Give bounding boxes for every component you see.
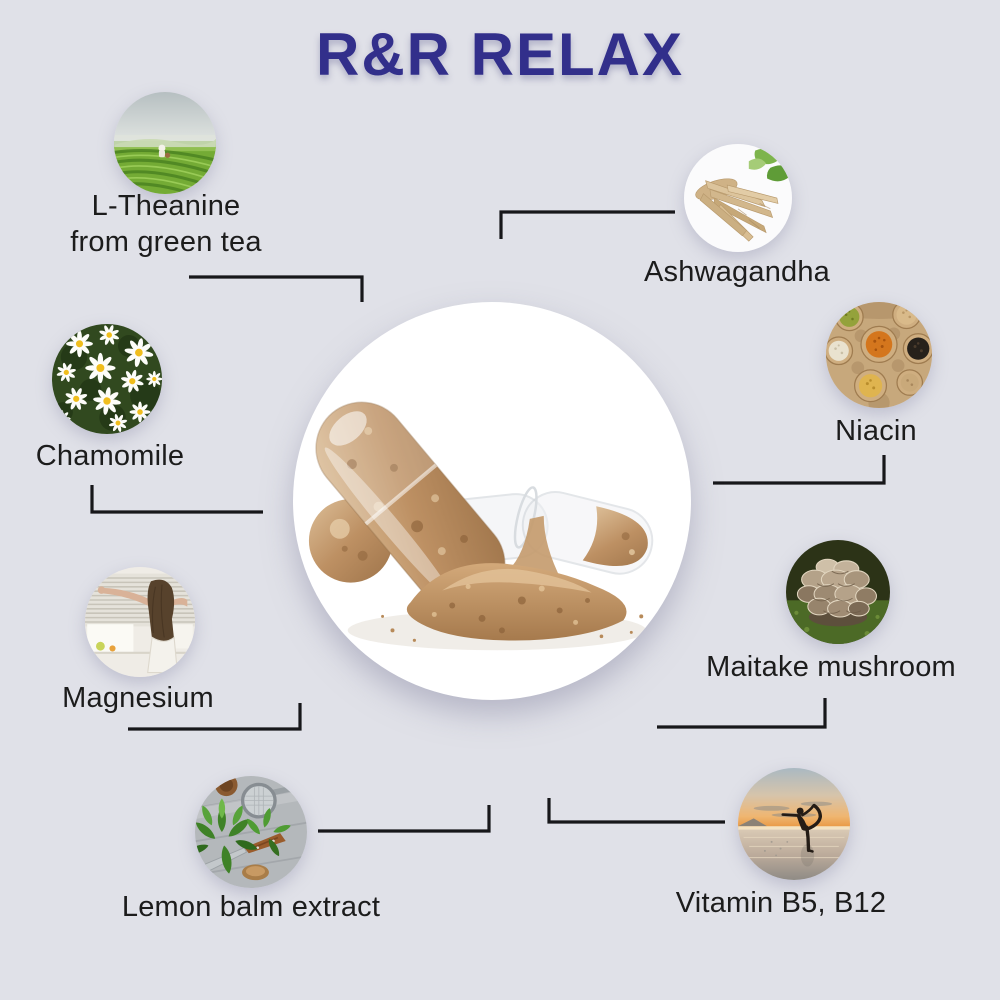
ashwagandha-roots-image xyxy=(684,144,792,252)
ingredient-label-lemon-balm: Lemon balm extract xyxy=(121,891,381,923)
maitake-mushroom-image xyxy=(786,540,890,644)
connector-ashwagandha xyxy=(499,210,675,239)
connector-maitake xyxy=(657,698,827,729)
connector-l-theanine xyxy=(189,275,364,302)
ingredient-label-magnesium: Magnesium xyxy=(62,682,214,714)
ingredient-label-chamomile: Chamomile xyxy=(35,440,185,472)
ingredient-circle-niacin xyxy=(826,302,932,408)
capsules-powder-image xyxy=(308,399,654,651)
grain-sacks-image xyxy=(826,302,932,408)
ingredient-label-maitake: Maitake mushroom xyxy=(706,651,956,683)
ingredient-circle-vitamin-b xyxy=(738,768,850,880)
ingredient-label-l-theanine: L-Theanine from green tea xyxy=(70,190,262,258)
ingredient-circle-chamomile xyxy=(52,324,162,434)
ingredient-label-niacin: Niacin xyxy=(835,415,917,447)
ingredient-circle-ashwagandha xyxy=(684,144,792,252)
ingredient-circle-lemon-balm xyxy=(195,776,307,888)
yoga-beach-sunset-image xyxy=(738,768,850,880)
woman-stretching-image xyxy=(85,567,195,677)
green-tea-plantation-image xyxy=(114,92,216,194)
connector-lemon-balm xyxy=(318,805,491,833)
ingredient-label-vitamin-b: Vitamin B5, B12 xyxy=(675,887,887,919)
connector-chamomile xyxy=(90,485,263,514)
ingredient-label-ashwagandha: Ashwagandha xyxy=(643,256,831,288)
product-image-circle xyxy=(293,302,691,700)
connector-vitamin-b xyxy=(547,798,725,824)
ingredient-circle-l-theanine xyxy=(114,92,216,194)
connector-niacin xyxy=(713,455,886,485)
page-title: R&R RELAX xyxy=(315,21,684,88)
ingredient-circle-maitake xyxy=(786,540,890,644)
connector-magnesium xyxy=(128,703,302,731)
lemon-balm-herbs-image xyxy=(195,776,307,888)
ingredient-circle-magnesium xyxy=(85,567,195,677)
chamomile-flowers-image xyxy=(52,324,162,434)
